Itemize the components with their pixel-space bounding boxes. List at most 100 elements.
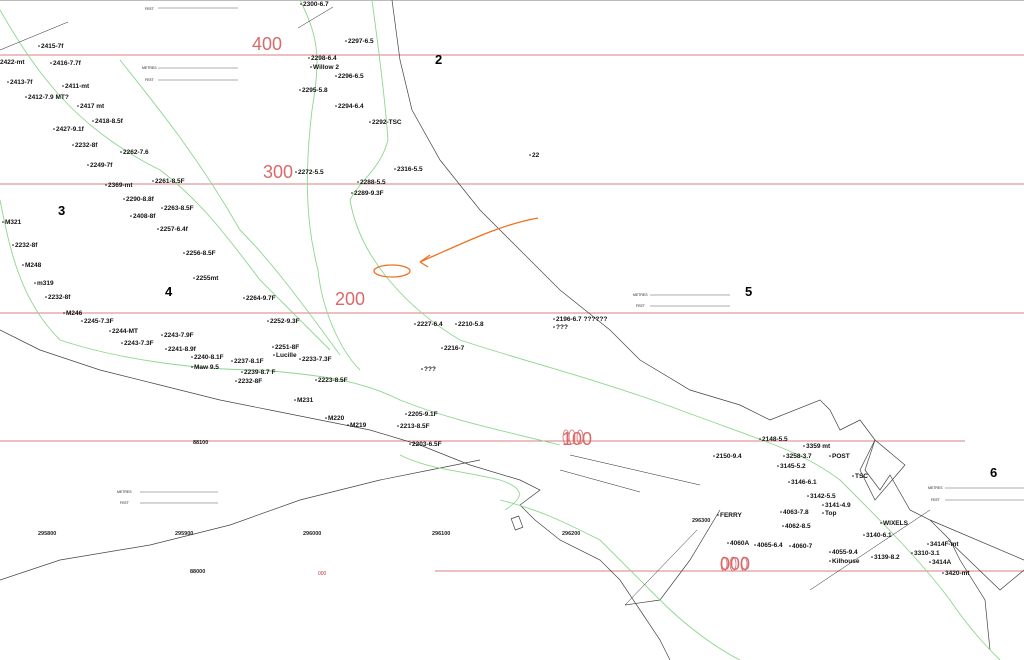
sounding-point	[34, 282, 36, 284]
sounding-label: 3310-3.1	[914, 550, 940, 557]
sounding-label: FERRY	[720, 512, 742, 519]
sounding-label: 22	[532, 152, 540, 159]
sounding-point	[243, 297, 245, 299]
sounding-point	[45, 296, 47, 298]
sounding-point	[294, 399, 296, 401]
sounding-label: 4055-9.4	[832, 549, 858, 556]
sounding-label: Willow 2	[313, 64, 339, 71]
sounding-point	[161, 207, 163, 209]
sounding-label: 3414A	[932, 559, 951, 566]
sounding-point	[807, 495, 809, 497]
sounding-label: 2150-9.4	[716, 453, 742, 460]
sounding-label: 2411-mt	[65, 83, 90, 90]
sounding-label: M220	[328, 415, 345, 422]
sounding-label: 2232-8f	[15, 242, 38, 249]
sounding-label: 2249-7f	[90, 162, 113, 169]
sounding-label: 2296-6.5	[338, 73, 364, 80]
sounding-label: 2245-7.3F	[84, 318, 114, 325]
sounding-label: 2289-9.3F	[354, 190, 384, 197]
sounding-point	[22, 264, 24, 266]
sounding-point	[782, 525, 784, 527]
sounding-point	[38, 45, 40, 47]
sounding-point	[50, 62, 52, 64]
sounding-point	[308, 57, 310, 59]
sounding-point	[345, 40, 347, 42]
sounding-label: 2255mt	[196, 275, 219, 282]
sounding-label: 2418-8.5f	[95, 118, 124, 125]
sounding-label: POST	[832, 453, 850, 460]
sounding-label: 2295-5.8	[302, 87, 328, 94]
sounding-label: 2205-9.1F	[408, 411, 438, 418]
sounding-label: 2240-8.1F	[194, 354, 224, 361]
sounding-point	[87, 164, 89, 166]
grid-label: 88000	[190, 569, 205, 575]
sounding-point	[267, 320, 269, 322]
sounding-point	[191, 366, 193, 368]
sounding-point	[409, 443, 411, 445]
section-6: 6	[990, 465, 997, 480]
sounding-label: 2244-MT	[112, 328, 138, 335]
section-5: 5	[745, 284, 752, 299]
section-3: 3	[58, 203, 65, 218]
sounding-point	[347, 424, 349, 426]
channel-lines	[0, 0, 1001, 660]
sounding-label: ???	[556, 324, 568, 331]
scale-metres-label: METRES	[117, 490, 132, 494]
sounding-point	[942, 572, 944, 574]
sounding-point	[272, 346, 274, 348]
sounding-point	[81, 320, 83, 322]
sounding-label: 3141-4.9	[825, 502, 851, 509]
sounding-point	[310, 66, 312, 68]
sounding-point	[62, 85, 64, 87]
sounding-point	[241, 371, 243, 373]
sounding-label: 2408-8f	[133, 213, 156, 220]
sounding-label: WIXELS	[883, 520, 909, 527]
sounding-label: TSC	[855, 473, 868, 480]
sounding-label: 2251-8F	[275, 344, 299, 351]
sounding-point	[829, 560, 831, 562]
sounding-point	[829, 455, 831, 457]
grid-lines	[0, 54, 1024, 572]
sounding-point	[315, 379, 317, 381]
sounding-point	[880, 522, 882, 524]
orange-annotation	[373, 217, 539, 278]
sounding-label: 2288-5.5	[360, 179, 386, 186]
sounding-point	[109, 330, 111, 332]
sounding-point	[295, 171, 297, 173]
sounding-label: 2422-mt	[0, 59, 25, 66]
sounding-label: M219	[350, 422, 367, 429]
station-400: 400	[252, 34, 282, 54]
sounding-label: 2216-7	[444, 345, 465, 352]
sounding-point	[852, 475, 854, 477]
grid-label: 296300	[692, 518, 710, 524]
sounding-point	[780, 511, 782, 513]
sounding-label: 4060A	[730, 540, 749, 547]
sounding-point	[394, 168, 396, 170]
sounding-label: 2257-6.4f	[160, 226, 189, 233]
survey-lines	[0, 6, 931, 606]
scale-metres-label: METRES	[928, 486, 943, 490]
sounding-label: 2213-8.5F	[400, 423, 430, 430]
sounding-label: 2297-6.5	[348, 38, 374, 45]
sounding-label: Lucille	[276, 352, 297, 359]
sounding-point	[273, 354, 275, 356]
sounding-point	[783, 455, 785, 457]
sounding-label: 2298-6.4	[311, 55, 337, 62]
sounding-point	[121, 342, 123, 344]
sounding-label: 3258-3.7	[786, 453, 812, 460]
sounding-label: 2210-5.8	[458, 321, 484, 328]
sounding-point	[803, 445, 805, 447]
sounding-label: 3146-6.1	[791, 479, 817, 486]
sounding-point	[414, 323, 416, 325]
sounding-point	[123, 198, 125, 200]
sounding-label: Maw 9.5	[194, 364, 219, 371]
sounding-point	[231, 360, 233, 362]
sounding-point	[717, 514, 719, 516]
sounding-label: 3359 mt	[806, 443, 831, 450]
sounding-point	[927, 543, 929, 545]
sounding-label: M321	[5, 219, 22, 226]
scale-feet-label: FEET	[145, 7, 155, 11]
sounding-label: 2196-6.7 ??????	[556, 316, 607, 323]
